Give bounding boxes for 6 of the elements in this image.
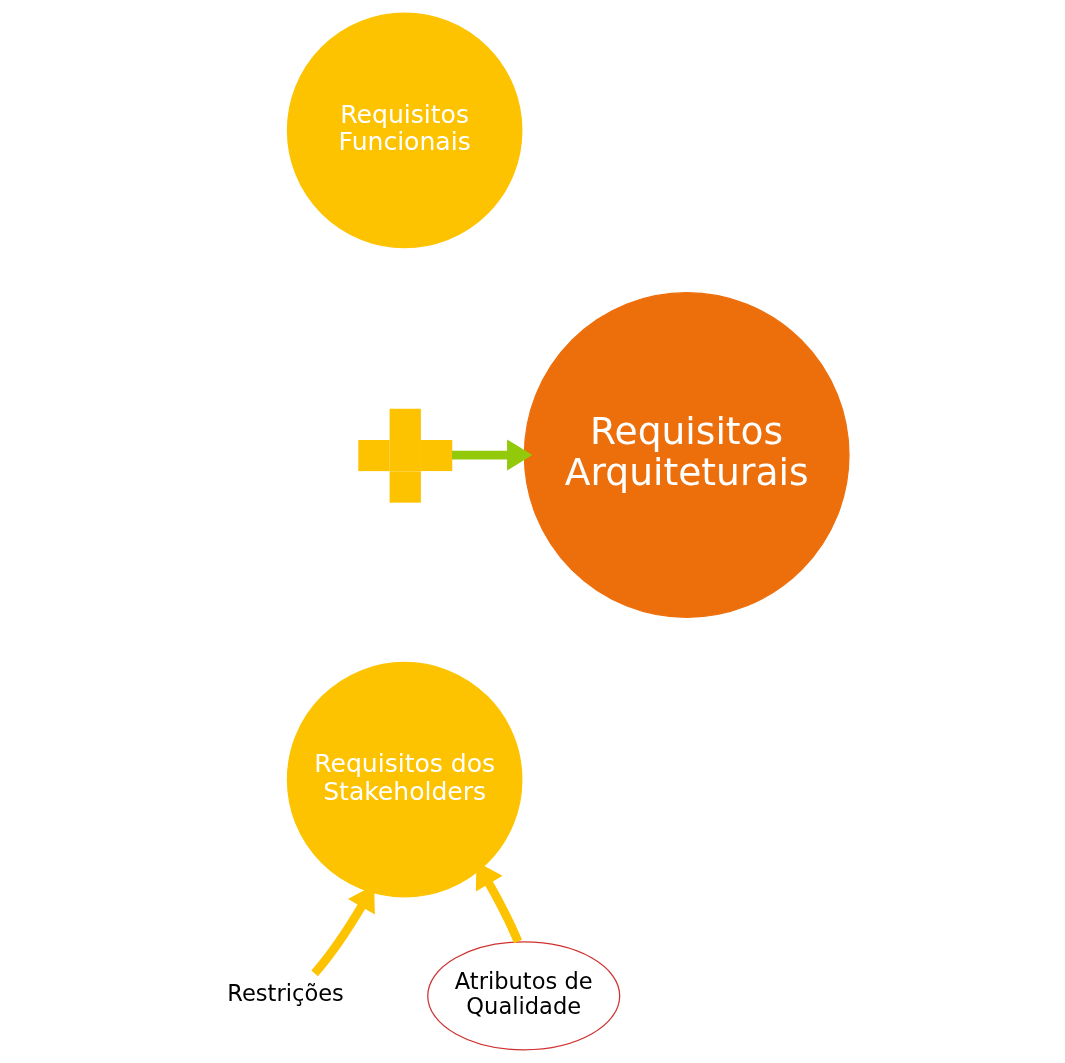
- node-ellipse: Atributos de Qualidade: [427, 941, 621, 1051]
- node-circle: Requisitos dos Stakeholders: [286, 661, 523, 898]
- node-circle: Requisitos Funcionais: [286, 12, 523, 249]
- node-circle: Requisitos Arquiteturais: [523, 292, 850, 618]
- node-text: Restrições: [227, 980, 344, 1007]
- arrow: [452, 439, 533, 471]
